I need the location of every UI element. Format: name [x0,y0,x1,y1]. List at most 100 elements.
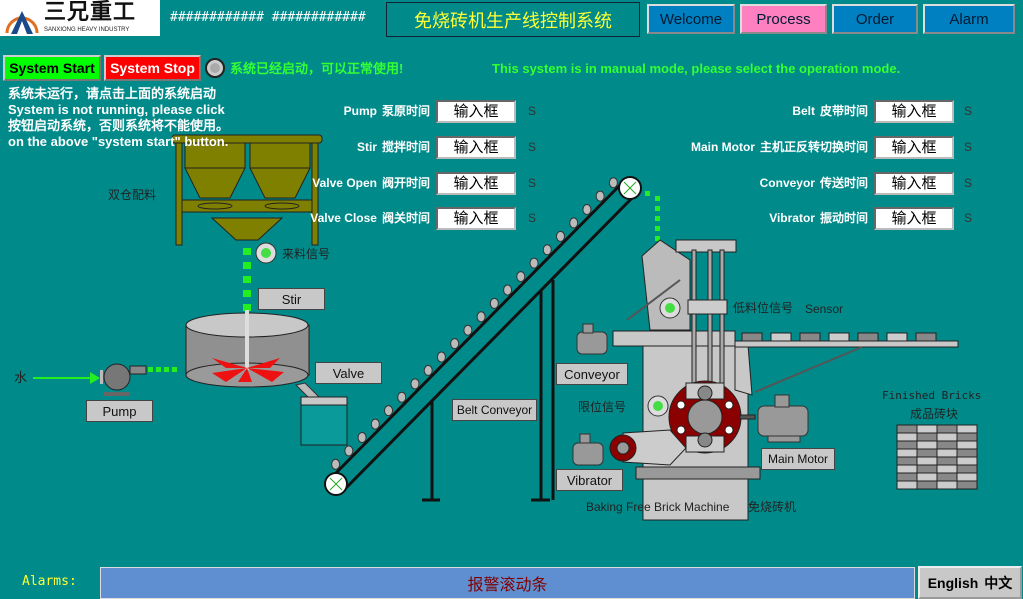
alarm-ticker: 报警滚动条 [100,567,915,599]
system-status-text: 系统已经启动，可以正常使用! [230,61,404,76]
brick [896,480,918,490]
param-input[interactable]: 输入框 [874,172,954,195]
param-input[interactable]: 输入框 [436,136,516,159]
main-motor-button[interactable]: Main Motor [761,448,835,470]
bricks-label-en: Finished Bricks [882,389,982,402]
vibrator-button[interactable]: Vibrator [556,469,623,491]
belt-cleat [331,458,341,470]
param-label-cn: 阀关时间 [381,211,430,225]
nav-process[interactable]: Process [740,4,827,34]
mode-hint-text: This system is in manual mode, please se… [492,61,901,76]
belt-cleat [516,271,526,283]
param-unit: S [528,176,537,190]
brick [936,456,958,466]
param-unit: S [528,211,537,225]
param-input[interactable]: 输入框 [436,100,516,123]
brick [916,472,938,482]
param-input[interactable]: 输入框 [436,207,516,230]
brick [936,424,958,434]
brick-machine [609,239,959,521]
param-label-cn: 传送时间 [819,176,868,190]
brick [896,448,918,458]
brick [936,432,958,442]
param-unit: S [964,140,973,154]
brick [956,440,978,450]
belt-cleat [608,177,618,189]
belt-cleat [542,244,552,256]
feed-signal-light [255,242,277,264]
belt-conveyor [331,179,636,502]
brick [916,456,938,466]
hint-en-2: on the above "system start" button. [8,134,229,149]
param-label-cn: 阀开时间 [381,176,430,190]
brick [936,472,958,482]
brick [936,464,958,474]
pump-button[interactable]: Pump [86,400,153,422]
param-input[interactable]: 输入框 [874,207,954,230]
nav-order[interactable]: Order [832,4,918,34]
sensor-light [659,297,681,319]
stir-button[interactable]: Stir [258,288,325,310]
hint-en-1: System is not running, please click [8,102,225,117]
brick [956,424,978,434]
param-unit: S [964,211,973,225]
sensor-label-cn: 低料位信号 [733,301,794,315]
param-label-en: Valve Open [312,176,377,190]
param-label-cn: 搅拌时间 [381,140,430,154]
language-toggle-button[interactable]: English 中文 [918,566,1022,599]
brick [916,432,938,442]
logo-subtext: SANXIONG HEAVY INDUSTRY [44,27,130,33]
brick [916,480,938,490]
brick [956,480,978,490]
app-title: 免烧砖机生产线控制系统 [386,2,640,37]
bricks-label-cn: 成品砖块 [910,407,959,421]
belt-cleat [569,217,579,229]
belt-cleat [476,311,486,323]
valve-button[interactable]: Valve [315,362,382,384]
system-start-button[interactable]: System Start [3,55,101,81]
param-input[interactable]: 输入框 [874,100,954,123]
company-logo: 三兄重工 SANXIONG HEAVY INDUSTRY [0,0,160,36]
belt-cleat [529,257,539,269]
lang-cn-label: 中文 [984,574,1013,591]
brick [896,464,918,474]
param-label-cn: 振动时间 [819,211,868,225]
brick [936,440,958,450]
param-label-cn: 皮带时间 [819,104,868,118]
brick [916,464,938,474]
machine-label-cn: 免烧砖机 [748,500,797,514]
system-status-light [205,58,225,78]
param-unit: S [528,140,537,154]
param-label-cn: 泵原时间 [381,104,430,118]
limit-label: 限位信号 [578,400,627,414]
brick [956,448,978,458]
system-stop-button[interactable]: System Stop [104,55,201,81]
lang-en-label: English [927,574,979,591]
brick [956,432,978,442]
belt-cleat [555,230,565,242]
nav-alarm[interactable]: Alarm [923,4,1015,34]
hint-cn-2: 按钮启动系统，否则系统将不能使用。 [8,118,230,133]
belt-cleat [357,431,367,443]
param-label-cn: 主机正反转切换时间 [759,140,868,154]
param-label-en: Pump [343,104,377,118]
param-label-en: Belt [792,104,815,118]
limit-light [647,395,669,417]
param-input[interactable]: 输入框 [874,136,954,159]
motors [572,323,809,466]
belt-conveyor-button[interactable]: Belt Conveyor [452,399,537,421]
conveyor-button[interactable]: Conveyor [556,363,628,385]
brick [956,464,978,474]
nav-welcome[interactable]: Welcome [647,4,735,34]
finished-bricks [896,424,978,490]
brick [916,440,938,450]
param-unit: S [964,176,973,190]
water-label: 水 [14,370,28,385]
param-unit: S [964,104,973,118]
belt-cleat [489,297,499,309]
belt-cleat [595,190,605,202]
hint-cn-1: 系统未运行，请点击上面的系统启动 [8,86,217,101]
belt-cleat [423,364,433,376]
param-input[interactable]: 输入框 [436,172,516,195]
